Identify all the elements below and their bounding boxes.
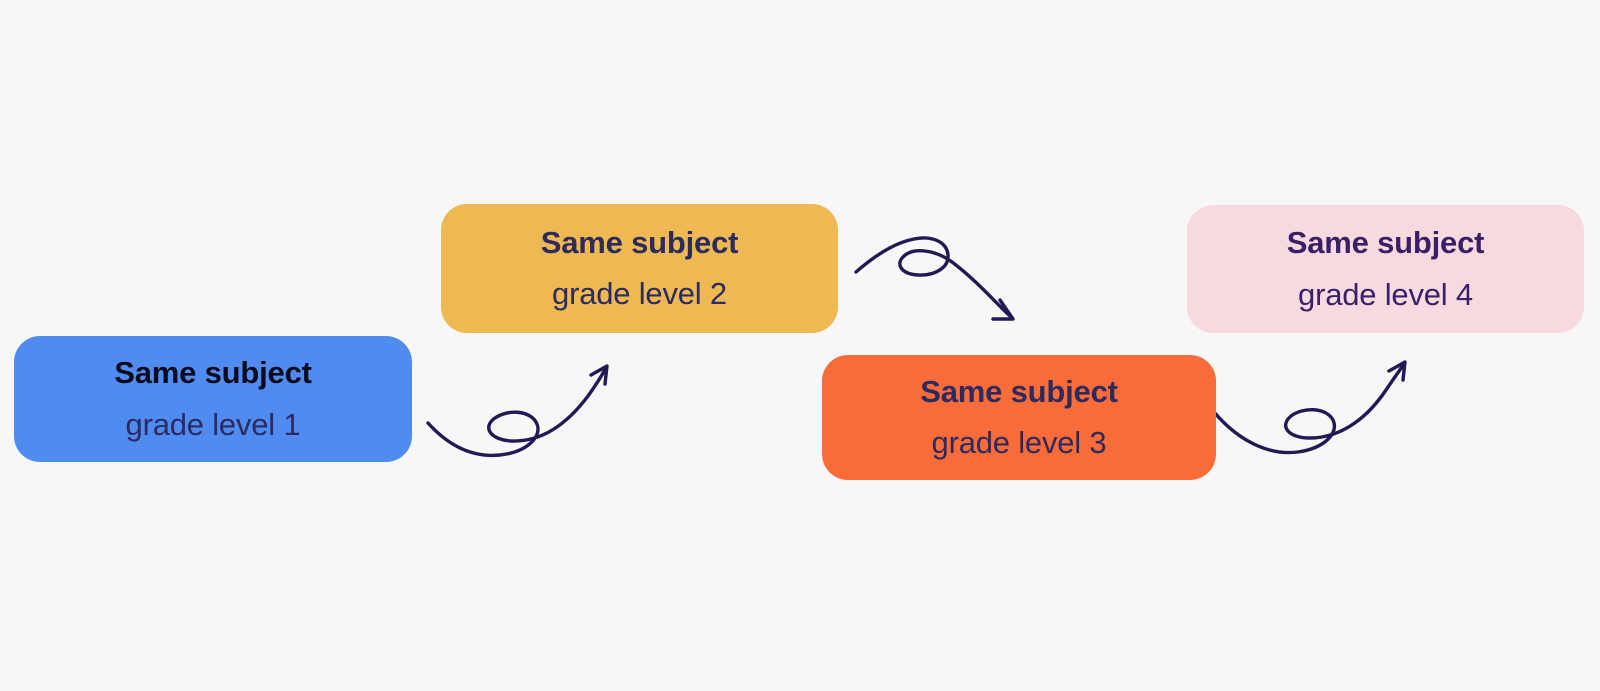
node-grade-level-1[interactable]: Same subject grade level 1 bbox=[14, 336, 412, 462]
node-4-line1: Same subject bbox=[1286, 225, 1485, 261]
node-1-line2: grade level 1 bbox=[125, 406, 301, 442]
node-grade-level-3[interactable]: Same subject grade level 3 bbox=[822, 355, 1216, 480]
connector-2 bbox=[854, 236, 1015, 321]
connector-1 bbox=[426, 364, 609, 458]
connector-3 bbox=[1212, 360, 1407, 455]
node-grade-level-4[interactable]: Same subject grade level 4 bbox=[1187, 205, 1584, 333]
node-grade-level-2[interactable]: Same subject grade level 2 bbox=[441, 204, 838, 333]
node-1-line1: Same subject bbox=[114, 355, 312, 391]
node-2-line2: grade level 2 bbox=[552, 276, 727, 311]
node-2-line1: Same subject bbox=[540, 224, 739, 260]
node-4-line2: grade level 4 bbox=[1298, 276, 1473, 312]
node-3-line1: Same subject bbox=[920, 373, 1118, 409]
node-3-line2: grade level 3 bbox=[931, 425, 1107, 460]
